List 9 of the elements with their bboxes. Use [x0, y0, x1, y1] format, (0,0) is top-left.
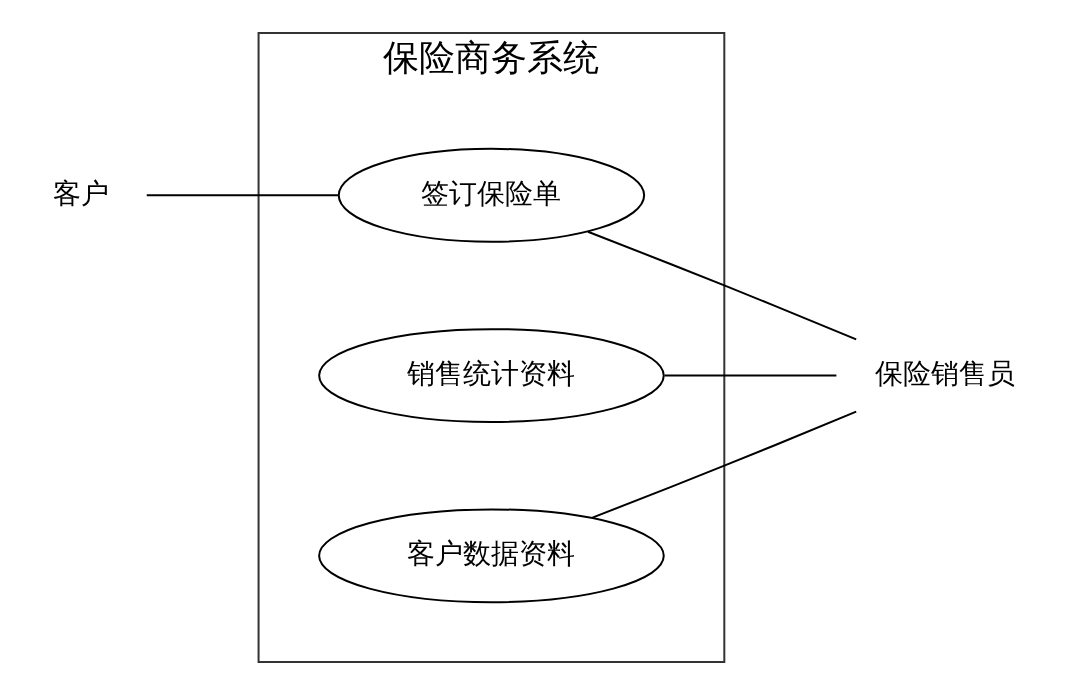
node-ellipse: 客户数据资料 [318, 507, 665, 603]
node-text: 客户 [53, 176, 110, 210]
connector [586, 230, 858, 340]
node-ellipse: 销售统计资料 [318, 327, 665, 423]
node-ellipse: 签订保险单 [337, 147, 646, 243]
node-text: 保险销售员 [874, 356, 1015, 390]
connector [591, 410, 858, 519]
connector [663, 374, 838, 377]
connector [145, 193, 339, 196]
